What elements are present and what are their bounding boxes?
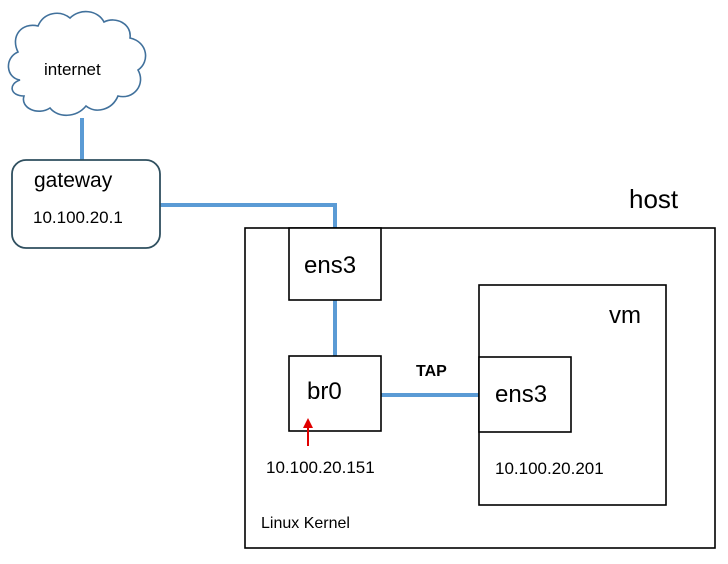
host-box <box>244 227 716 549</box>
cloud-icon <box>7 10 147 117</box>
bridge-ip: 10.100.20.151 <box>266 458 375 477</box>
tap-label: TAP <box>416 363 447 380</box>
gateway-label: gateway <box>34 169 113 192</box>
gateway-box <box>11 159 161 249</box>
gateway-ip: 10.100.20.1 <box>33 208 123 227</box>
up-arrow-icon <box>303 418 313 446</box>
vm-ens3-box <box>478 356 572 433</box>
kernel-label: Linux Kernel <box>261 515 350 532</box>
internet-label: internet <box>44 60 101 79</box>
vm-nic-label: ens3 <box>495 381 548 408</box>
host-label: host <box>629 184 679 214</box>
br0-box <box>288 355 382 432</box>
host-nic-label: ens3 <box>304 252 357 279</box>
host-ens3-box <box>288 227 382 301</box>
vm-label: vm <box>609 302 641 329</box>
bridge-label: br0 <box>307 378 342 405</box>
link-gateway-ens3 <box>160 203 337 228</box>
vm-ip: 10.100.20.201 <box>495 459 604 478</box>
